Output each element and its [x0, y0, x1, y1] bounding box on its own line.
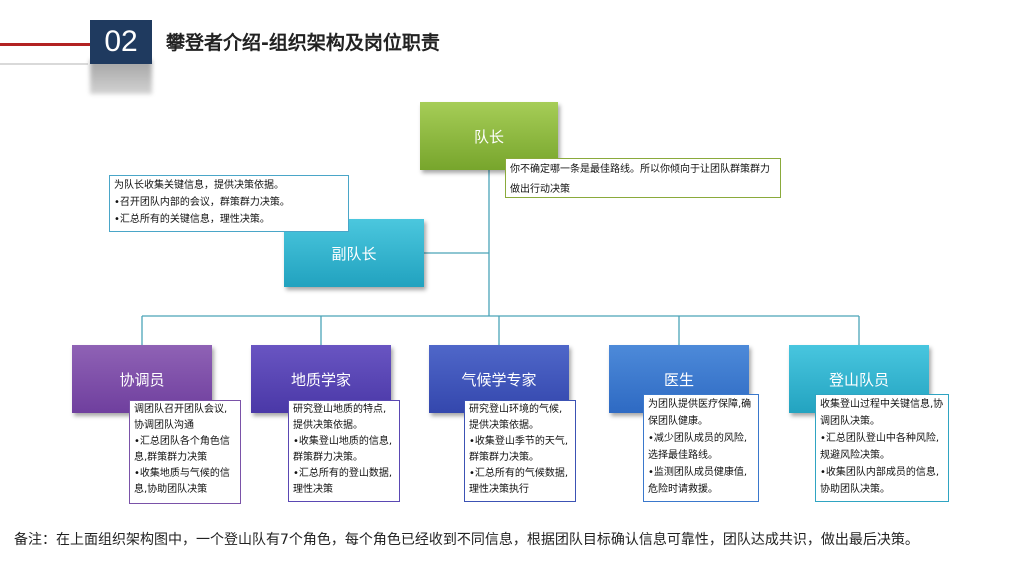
- note-doctor: 为团队提供医疗保障,确保团队健康。 •减少团队成员的风险,选择最佳路线。 •监测…: [643, 394, 759, 502]
- role-box-leader: 队长: [420, 102, 558, 170]
- role-label-deputy: 副队长: [331, 244, 377, 263]
- header-accent-line: [0, 43, 150, 46]
- note-line: 研究登山环境的气候,提供决策依据。: [469, 404, 563, 431]
- note-line: •汇总团队登山中各种风险,规避风险决策。: [820, 433, 940, 461]
- footnote: 备注：在上面组织架构图中，一个登山队有7个角色，每个角色已经收到不同信息，根据团…: [14, 532, 919, 548]
- page-title: 攀登者介绍-组织架构及岗位职责: [166, 32, 440, 54]
- header-divider: [0, 63, 88, 65]
- section-number-badge: 02: [90, 20, 152, 64]
- role-label-climatologist: 气候学专家: [461, 370, 537, 389]
- section-number-shadow: [90, 60, 152, 94]
- note-deputy: 为队长收集关键信息，提供决策依据。 •召开团队内部的会议，群策群力决策。 •汇总…: [109, 175, 349, 232]
- role-label-doctor: 医生: [663, 370, 694, 389]
- role-label-geologist: 地质学家: [290, 370, 351, 389]
- note-geologist: 研究登山地质的特点,提供决策依据。 •收集登山地质的信息,群策群力决策。 •汇总…: [288, 400, 400, 502]
- note-line: •汇总所有的关键信息，理性决策。: [114, 214, 270, 225]
- note-line: •汇总所有的气候数据,理性决策执行: [469, 468, 569, 495]
- note-climber: 收集登山过程中关键信息,协调团队决策。 •汇总团队登山中各种风险,规避风险决策。…: [815, 394, 949, 502]
- role-label-coordinator: 协调员: [119, 370, 165, 389]
- note-climatologist: 研究登山环境的气候,提供决策依据。 •收集登山季节的天气,群策群力决策。 •汇总…: [464, 400, 576, 502]
- note-line: 为团队提供医疗保障,确保团队健康。: [648, 399, 752, 427]
- note-line: •收集团队内部成员的信息,协助团队决策。: [820, 467, 940, 495]
- note-line: •汇总团队各个角色信息,群策群力决策: [134, 436, 230, 463]
- note-line: •监测团队成员健康值,危险时请救援。: [648, 467, 748, 495]
- role-label-climber: 登山队员: [828, 370, 889, 389]
- note-coordinator: 调团队召开团队会议,协调团队沟通 •汇总团队各个角色信息,群策群力决策 •收集地…: [129, 400, 241, 504]
- note-line: 你不确定哪一条是最佳路线。所以你倾向于让团队群策群力做出行动决策: [510, 164, 770, 195]
- role-label-leader: 队长: [473, 127, 504, 146]
- note-line: •收集登山地质的信息,群策群力决策。: [293, 436, 393, 463]
- note-leader: 你不确定哪一条是最佳路线。所以你倾向于让团队群策群力做出行动决策: [505, 158, 781, 198]
- note-line: 研究登山地质的特点,提供决策依据。: [293, 404, 387, 431]
- note-line: •汇总所有的登山数据,理性决策: [293, 468, 393, 495]
- note-line: •收集地质与气候的信息,协助团队决策: [134, 468, 230, 495]
- note-line: •收集登山季节的天气,群策群力决策。: [469, 436, 569, 463]
- note-line: 收集登山过程中关键信息,协调团队决策。: [820, 399, 944, 427]
- note-line: •召开团队内部的会议，群策群力决策。: [114, 197, 290, 208]
- note-line: 为队长收集关键信息，提供决策依据。: [114, 180, 284, 191]
- note-line: •减少团队成员的风险,选择最佳路线。: [648, 433, 748, 461]
- note-line: 调团队召开团队会议,协调团队沟通: [134, 404, 228, 431]
